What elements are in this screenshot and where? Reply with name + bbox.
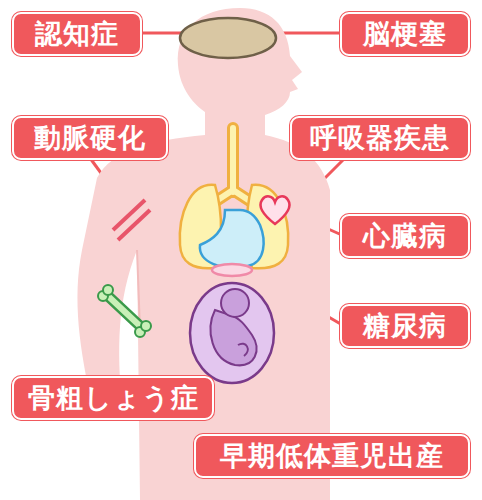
leader-line	[275, 32, 342, 35]
artery-mark	[113, 200, 150, 240]
label-box: 心臓病	[340, 214, 470, 258]
label-text: 動脈硬化	[34, 123, 146, 153]
fetus	[211, 289, 257, 365]
label-box: 骨粗しょう症	[12, 376, 214, 420]
label-text: 脳梗塞	[363, 19, 447, 49]
label-box: 脳梗塞	[340, 12, 470, 56]
brain	[180, 18, 276, 58]
bone	[98, 285, 151, 337]
label-text: 認知症	[35, 19, 119, 49]
label-box: 糖尿病	[340, 304, 470, 348]
heart	[261, 196, 290, 224]
body-silhouette	[77, 8, 330, 500]
label-text: 心臓病	[363, 221, 447, 251]
label-box: 認知症	[12, 12, 142, 56]
label-box: 動脈硬化	[12, 116, 168, 160]
label-text: 骨粗しょう症	[28, 383, 199, 413]
pancreas	[212, 264, 252, 276]
label-text: 早期低体重児出産	[220, 441, 444, 471]
label-text: 呼吸器疾患	[310, 123, 450, 153]
uterus	[190, 283, 274, 383]
stomach	[200, 210, 264, 268]
label-box: 呼吸器疾患	[290, 116, 470, 160]
label-text: 糖尿病	[363, 311, 447, 341]
label-box: 早期低体重児出産	[194, 434, 470, 478]
